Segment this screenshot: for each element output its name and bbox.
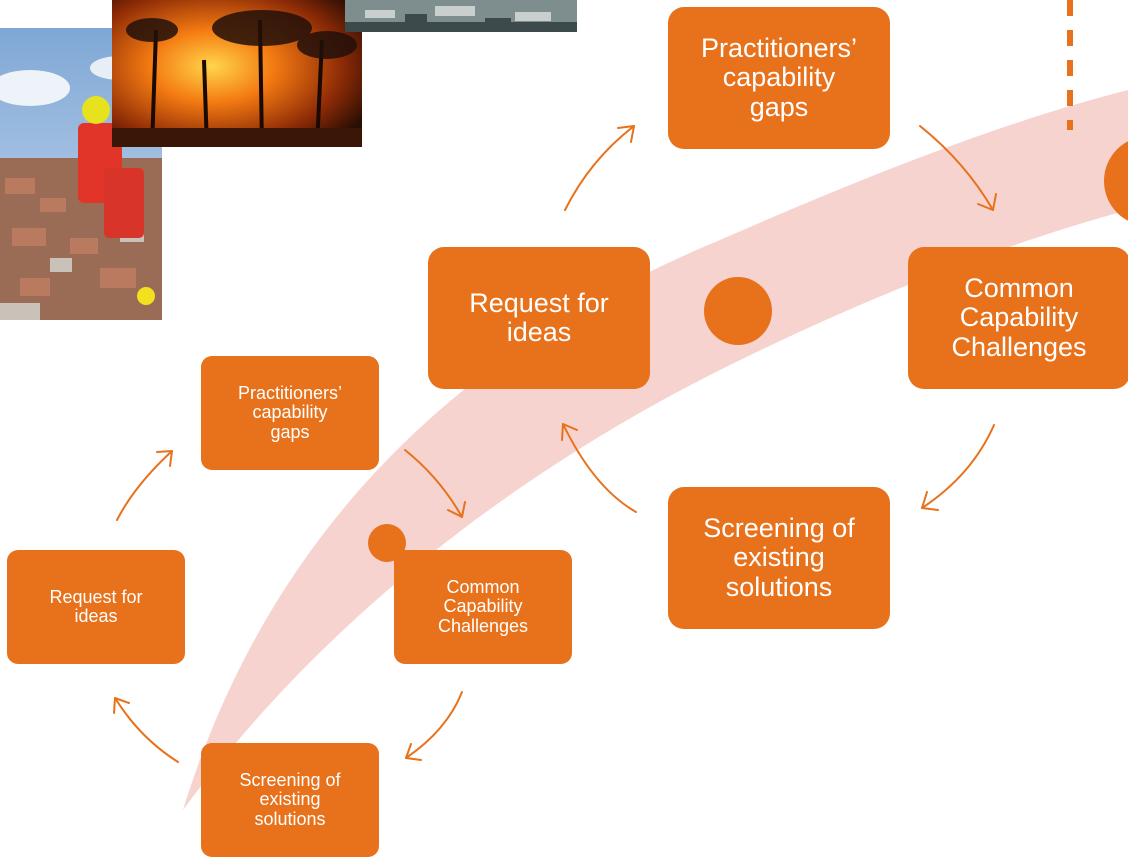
large-screening-box: Screening of existing solutions (668, 487, 890, 629)
large-practitioners-box: Practitioners’ capability gaps (668, 7, 890, 149)
arrow-small-practitioners-to-common (404, 449, 466, 518)
arrow-large-common-to-screening (921, 424, 995, 511)
forest-fire-photo (112, 0, 362, 147)
large-common-challenges-box: Common Capability Challenges (908, 247, 1128, 389)
arrow-large-request-to-practitioners (564, 125, 635, 211)
arrow-small-common-to-screening (405, 691, 463, 761)
large-request-ideas-box: Request for ideas (428, 247, 650, 389)
small-screening-box: Screening of existing solutions (201, 743, 379, 857)
small-practitioners-box: Practitioners’ capability gaps (201, 356, 379, 470)
arrow-large-practitioners-to-common (919, 125, 997, 211)
stage-circle-medium (704, 277, 772, 345)
arrow-small-request-to-practitioners (116, 450, 173, 521)
arrow-small-screening-to-request (113, 697, 179, 763)
arrow-large-screening-to-request (561, 423, 637, 513)
flood-debris-photo (345, 0, 577, 32)
small-common-challenges-box: Common Capability Challenges (394, 550, 572, 664)
small-request-ideas-box: Request for ideas (7, 550, 185, 664)
